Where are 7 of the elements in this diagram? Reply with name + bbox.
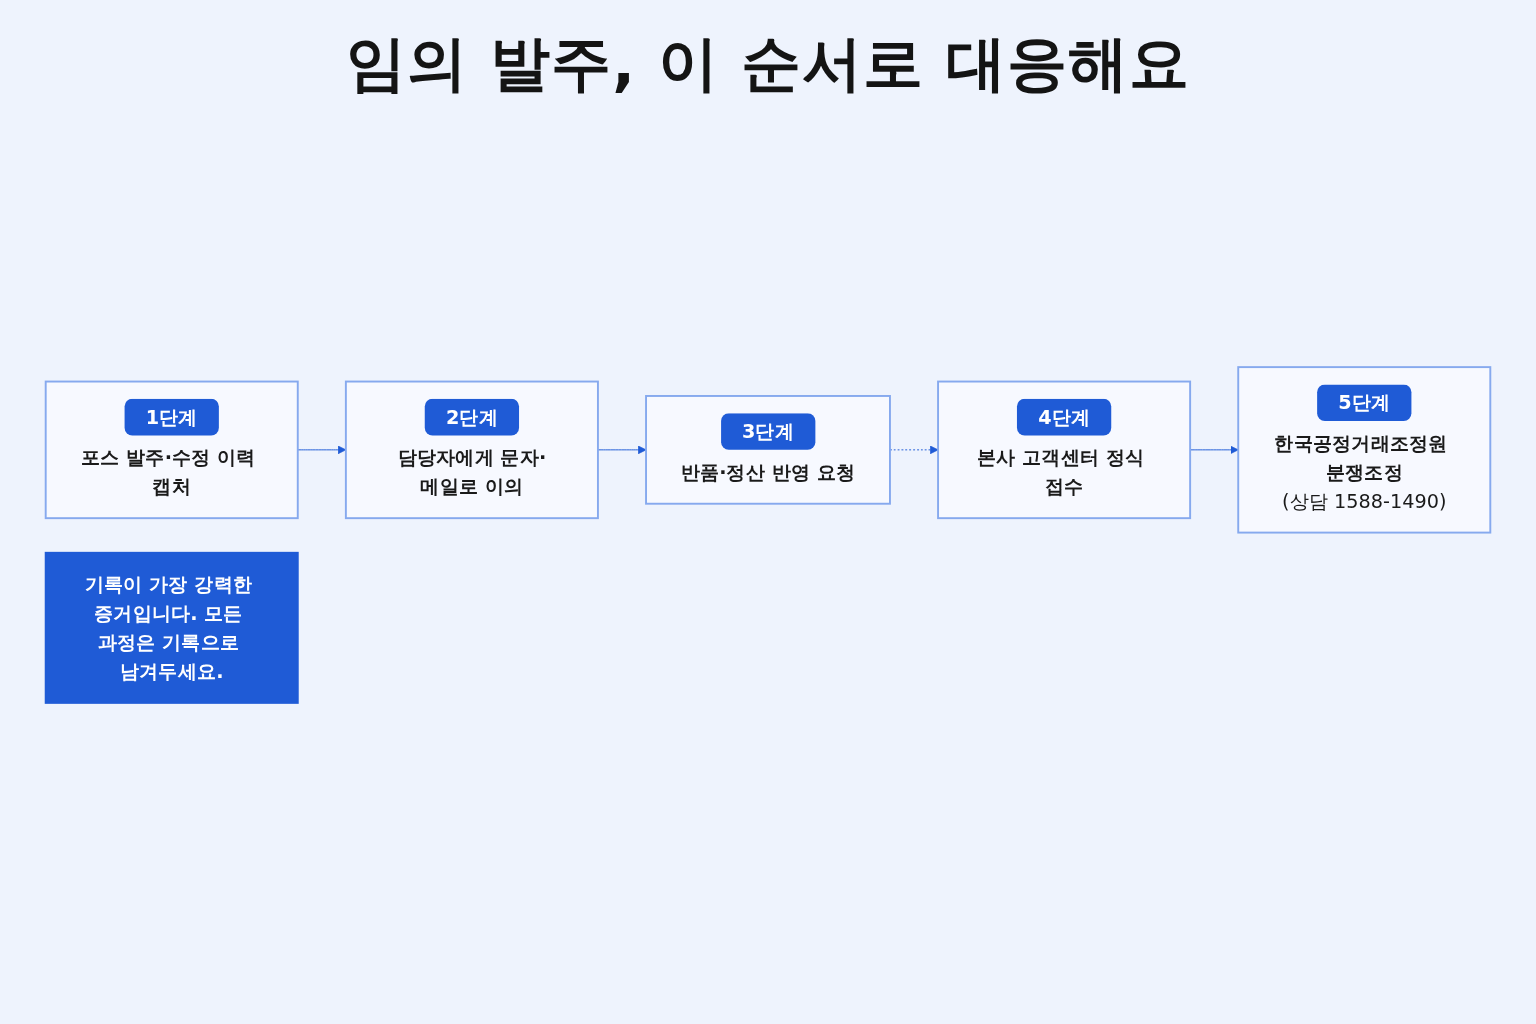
node-box: 2단계 담당자에게 문자·메일로 이의 bbox=[344, 380, 599, 520]
node-box: 5단계 한국공정거래조정원 분쟁조정 (상담 1588-1490) bbox=[1237, 366, 1492, 534]
node-box: 1단계 포스 발주·수정 이력 캡처 bbox=[44, 380, 299, 520]
node-box: 기록이 가장 강력한 증거입니다. 모든 과정은 기록으로 남겨두세요. bbox=[44, 551, 299, 704]
node-box: 4단계 본사 고객센터 정식 접수 bbox=[937, 380, 1192, 520]
node-box: 3단계 반품·정산 반영 요청 bbox=[645, 395, 891, 505]
diagram-title: 임의 발주, 이 순서로 대응해요 bbox=[345, 27, 1191, 100]
